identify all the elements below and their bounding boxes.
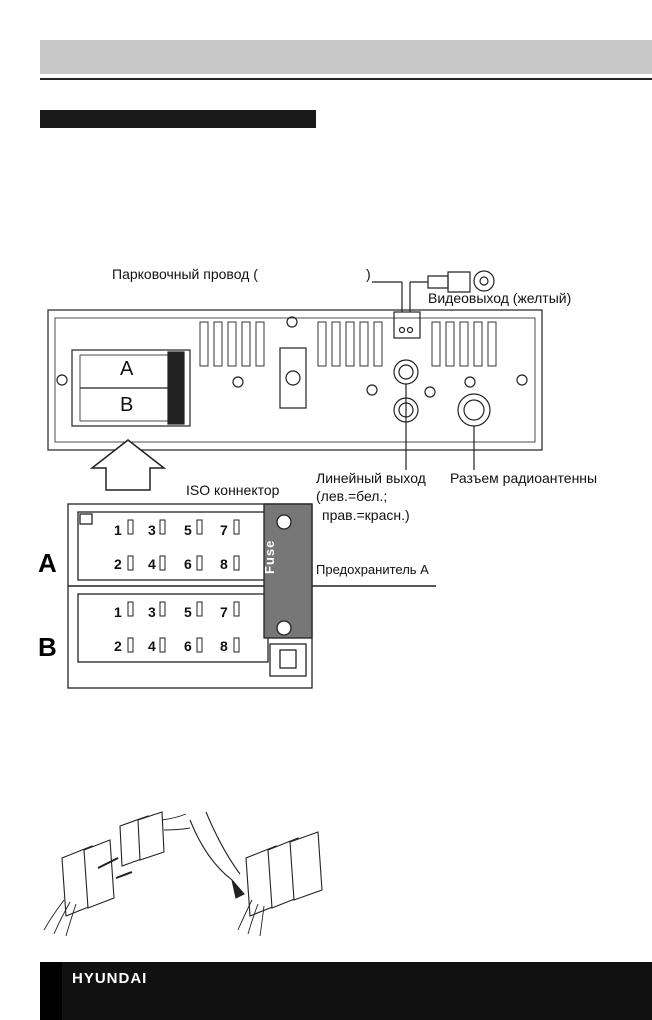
section-heading-bar	[40, 110, 316, 128]
footer-tab	[40, 962, 62, 1020]
antenna-socket	[457, 393, 491, 427]
pin-b-6: 6	[184, 638, 192, 654]
head-unit-panel	[47, 309, 543, 451]
brand-logo: HYUNDAI	[72, 970, 148, 987]
pin-a-4: 4	[148, 556, 156, 572]
pin-b-7: 7	[220, 604, 228, 620]
fuse-text: Fuse	[262, 539, 277, 574]
header-band	[40, 40, 652, 74]
pin-b-8: 8	[220, 638, 228, 654]
fuse-label: Предохранитель А	[316, 562, 429, 577]
connector-a-big-label: A	[38, 548, 57, 578]
pin-b-3: 3	[148, 604, 156, 620]
line-out-label: Линейный выход	[316, 470, 426, 486]
pin-b-5: 5	[184, 604, 192, 620]
rca-jack-left	[393, 359, 419, 385]
panel-connector-b: B	[120, 394, 134, 416]
pin-b-4: 4	[148, 638, 156, 654]
line-out-right-label: прав.=красн.)	[322, 507, 410, 523]
pin-a-6: 6	[184, 556, 192, 572]
pin-a-2: 2	[114, 556, 122, 572]
footer-band	[40, 962, 652, 1020]
insert-arrow-icon	[89, 439, 167, 491]
pin-a-5: 5	[184, 522, 192, 538]
panel-connector-a: A	[120, 358, 134, 380]
connector-b-big-label: B	[38, 632, 57, 662]
header-rule	[40, 78, 652, 80]
line-out-left-label: (лев.=бел.;	[316, 488, 388, 504]
pin-a-8: 8	[220, 556, 228, 572]
pin-b-2: 2	[114, 638, 122, 654]
panel-iso-socket	[71, 349, 191, 427]
iso-connector-label: ISO коннектор	[186, 482, 280, 498]
connector-assembly-illustration	[43, 811, 323, 937]
video-out-label: Видеовыход (желтый)	[428, 290, 572, 306]
pin-b-1: 1	[114, 604, 122, 620]
pin-a-7: 7	[220, 522, 228, 538]
pin-a-1: 1	[114, 522, 122, 538]
parking-wire-close: )	[366, 266, 371, 282]
pin-a-3: 3	[148, 522, 156, 538]
antenna-label: Разъем радиоантенны	[450, 470, 598, 486]
parking-wire-label: Парковочный провод (	[112, 266, 258, 282]
